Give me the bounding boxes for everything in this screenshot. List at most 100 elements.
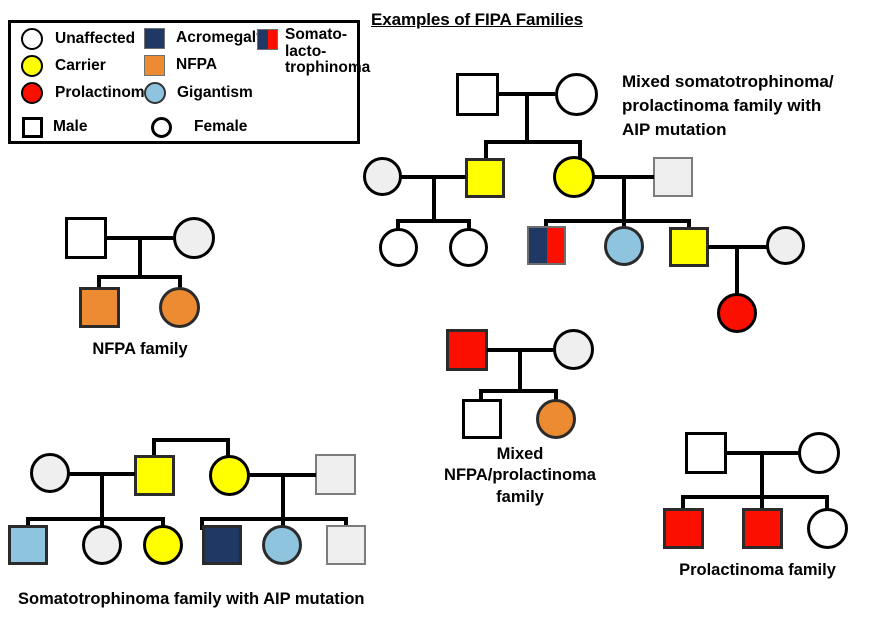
- member-g3-child-4-female-gigantism: [604, 226, 644, 266]
- member-somato-g1-sister-spouse-male-unaffected: [315, 454, 356, 495]
- legend-box: Unaffected Carrier Prolactinoma Acromega…: [8, 20, 370, 144]
- legend-item-male: Male: [22, 117, 87, 138]
- member-g3-child-5-spouse-female-unaffected: [766, 226, 805, 265]
- acromegaly-square-icon: [144, 28, 165, 49]
- sibship-bar-g3-left: [396, 219, 471, 223]
- legend-label-gigantism: Gigantism: [177, 83, 253, 101]
- legend-item-unaffected: Unaffected: [21, 28, 135, 50]
- sibling-drop-prl-a: [681, 495, 685, 512]
- sibship-bar-somato-top: [152, 438, 230, 442]
- sibship-bar-somato-right: [200, 517, 348, 521]
- sibling-drop-somato-top-right: [226, 438, 230, 460]
- split-left-navy: [529, 228, 547, 263]
- family-caption-somatotrophinoma: Somatotrophinoma family with AIP mutatio…: [18, 590, 365, 608]
- sibship-bar-g2: [484, 140, 582, 144]
- family-caption-nfpa: NFPA family: [92, 340, 188, 358]
- member-mixnp-daughter-female-nfpa: [536, 399, 576, 439]
- legend-item-prolactinoma: Prolactinoma: [21, 82, 153, 104]
- prolactinoma-circle-icon: [21, 82, 43, 104]
- female-circle-icon: [151, 117, 172, 138]
- member-somato-g2-child-1-male-gigantism: [8, 525, 48, 565]
- member-nfpa-daughter-female-nfpa: [159, 287, 200, 328]
- descent-stem-prl: [760, 453, 764, 498]
- member-mixnp-mother-female-unaffected: [553, 329, 594, 370]
- sibling-drop-somato-left-b: [100, 517, 104, 530]
- descent-stem-nfpa: [138, 238, 142, 278]
- sibling-drop-somato-right-a: [200, 517, 204, 530]
- member-somato-g2-child-5-female-gigantism: [262, 525, 302, 565]
- sibling-drop-nfpa-left: [97, 275, 101, 291]
- sibling-drop-somato-top-left: [152, 438, 156, 460]
- legend-label-male: Male: [53, 118, 88, 136]
- member-g3-child-3-male-somato-lactotrophinoma: [527, 226, 566, 265]
- member-prl-son-1-male-prolactinoma: [663, 508, 704, 549]
- member-somato-g2-child-6-male-unaffected: [326, 525, 366, 565]
- member-g4-child-female-prolactinoma: [717, 293, 757, 333]
- member-g2-daughter-spouse-male-unaffected: [653, 157, 693, 197]
- legend-label-nfpa: NFPA: [176, 56, 218, 74]
- descent-stem-g2-right: [622, 177, 626, 222]
- sibling-drop-g3-right-c: [687, 219, 691, 233]
- member-prl-daughter-female-unaffected: [807, 508, 848, 549]
- sibling-drop-g3-left-b: [467, 219, 471, 233]
- legend-label-prolactinoma: Prolactinoma: [55, 83, 154, 101]
- member-somato-g2-child-4-male-acromegaly: [202, 525, 242, 565]
- member-somato-g2-child-3-female-carrier: [143, 525, 183, 565]
- descent-stem-g1: [525, 94, 529, 142]
- male-square-icon: [22, 117, 43, 138]
- figure-title: Examples of FIPA Families: [371, 10, 583, 29]
- sibling-drop-prl-c: [825, 495, 829, 512]
- member-g3-child-5-male-carrier: [669, 227, 709, 267]
- sibling-drop-somato-right-c: [344, 517, 348, 530]
- member-somato-g1-husband-male-carrier: [134, 455, 175, 496]
- gigantism-circle-icon: [144, 82, 166, 104]
- sibling-drop-g2-right: [578, 140, 582, 162]
- member-mixnp-father-male-prolactinoma: [446, 329, 488, 371]
- member-prl-son-2-male-prolactinoma: [742, 508, 783, 549]
- carrier-circle-icon: [21, 55, 43, 77]
- member-nfpa-mother-female-unaffected: [173, 217, 215, 259]
- family-caption-mixed-nfpa-prolactinoma: Mixed NFPA/prolactinoma family: [444, 445, 596, 506]
- sibling-drop-somato-right-b: [281, 517, 285, 530]
- sibship-bar-mixnp: [479, 389, 558, 393]
- legend-item-carrier: Carrier: [21, 55, 106, 77]
- sibling-drop-g3-left-a: [396, 219, 400, 233]
- family-caption-prolactinoma: Prolactinoma family: [679, 561, 836, 579]
- member-nfpa-son-male-nfpa: [79, 287, 120, 328]
- sibling-drop-mixnp-right: [554, 389, 558, 403]
- somato-lactotrophinoma-split-square-icon: [257, 29, 278, 50]
- sibling-drop-prl-b: [760, 495, 764, 512]
- member-g2-daughter-carrier-female: [553, 156, 595, 198]
- member-g2-son-carrier-male: [465, 158, 505, 198]
- nfpa-square-icon: [144, 55, 165, 76]
- legend-item-gigantism: Gigantism: [144, 82, 253, 104]
- descent-stem-g4: [735, 247, 739, 295]
- split-right-red: [546, 228, 564, 263]
- member-somato-g1-wife-female-unaffected: [30, 453, 70, 493]
- member-somato-g1-sister-female-carrier: [209, 455, 250, 496]
- member-g3-child-2-female-unaffected: [449, 228, 488, 267]
- member-mixnp-son-male-unaffected: [462, 399, 502, 439]
- sibship-bar-g3-right: [544, 219, 691, 223]
- descent-stem-mixnp: [518, 350, 522, 392]
- legend-label-carrier: Carrier: [55, 56, 106, 74]
- descent-stem-somato-right: [281, 475, 285, 520]
- legend-item-acromegaly: Acromegaly: [144, 28, 265, 49]
- sibling-drop-somato-left-c: [161, 517, 165, 530]
- legend-item-female: Female: [151, 117, 247, 138]
- legend-item-somato-lactotrophinoma: Somato-lacto- trophinoma: [257, 26, 371, 77]
- member-g3-child-1-female-unaffected: [379, 228, 418, 267]
- legend-label-somato-lactotrophinoma: Somato-lacto- trophinoma: [285, 26, 371, 77]
- sibship-bar-nfpa: [97, 275, 182, 279]
- member-prl-father-male-unaffected: [685, 432, 727, 474]
- member-somato-g2-child-2-female-unaffected: [82, 525, 122, 565]
- member-g2-son-spouse-female-unaffected: [363, 157, 402, 196]
- legend-item-nfpa: NFPA: [144, 55, 217, 76]
- sibling-drop-g2-left: [484, 140, 488, 162]
- sibship-bar-prl: [681, 495, 829, 499]
- member-prl-mother-female-unaffected: [798, 432, 840, 474]
- legend-label-unaffected: Unaffected: [55, 29, 136, 47]
- member-g1-father-male-unaffected: [456, 73, 499, 116]
- legend-label-acromegaly: Acromegaly: [176, 29, 265, 47]
